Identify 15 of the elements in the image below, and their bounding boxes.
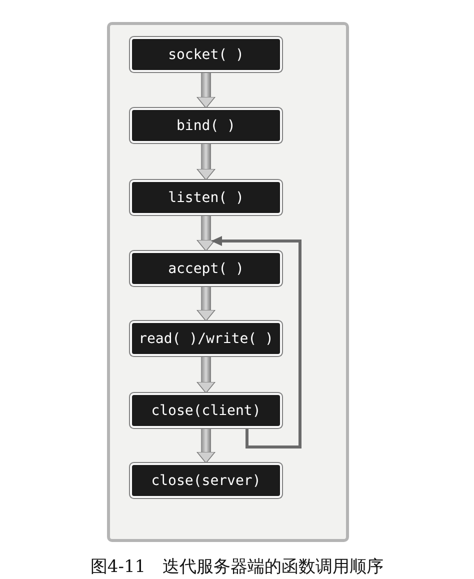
block-arrow (196, 429, 216, 464)
block-arrow (196, 144, 216, 180)
block-arrow (196, 73, 216, 108)
block-arrow (196, 287, 216, 322)
process-box: accept( ) (132, 253, 280, 284)
process-box: socket( ) (132, 39, 280, 70)
process-box: close(server) (132, 465, 280, 496)
loop-arrow (211, 236, 302, 448)
process-box: bind( ) (132, 110, 280, 141)
block-arrow (196, 216, 216, 252)
process-box: read( )/write( ) (132, 323, 280, 354)
caption: 图4-11 迭代服务器端的函数调用顺序 (89, 556, 385, 578)
process-box: listen( ) (132, 182, 280, 213)
block-arrow (196, 357, 216, 394)
process-box: close(client) (132, 395, 280, 426)
